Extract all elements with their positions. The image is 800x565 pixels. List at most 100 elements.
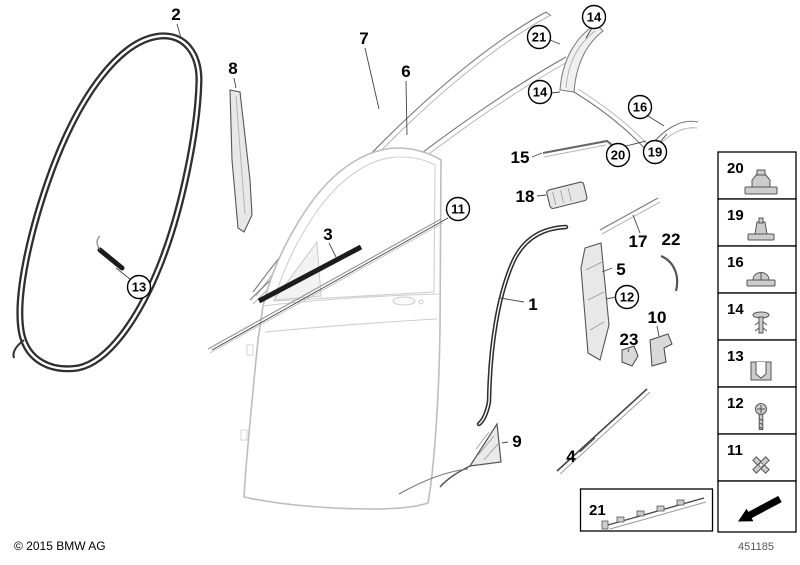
callout-22[interactable]: 22 (662, 230, 681, 249)
svg-text:14: 14 (533, 85, 548, 100)
part-22-gasket-arc (660, 254, 679, 292)
svg-text:14: 14 (587, 10, 602, 25)
leader-line (115, 267, 131, 280)
svg-text:21: 21 (532, 30, 546, 45)
callout-23[interactable]: 23 (620, 330, 639, 349)
leader-lines (115, 23, 668, 453)
svg-text:20: 20 (611, 148, 625, 163)
leader-line (605, 296, 617, 300)
direction-arrow-icon (738, 495, 782, 522)
push-rivet-icon (752, 311, 770, 334)
expansion-clip-icon (746, 272, 776, 287)
callout-circled-21[interactable]: 21 (526, 24, 552, 50)
part-8-pillar-trim (229, 89, 253, 233)
leader-line (656, 325, 660, 337)
sidebar-cell-11[interactable]: 11 (717, 433, 797, 482)
part-21-corner-trim (559, 23, 604, 93)
leader-line (625, 140, 647, 147)
inset-number: 21 (589, 502, 606, 519)
screw-icon (755, 403, 767, 430)
part-9-mirror-triangle (398, 422, 502, 495)
sidebar-cell-20[interactable]: 20 (717, 151, 797, 200)
callout-7[interactable]: 7 (359, 29, 368, 48)
spring-clamp-icon (750, 361, 772, 381)
svg-text:13: 13 (132, 280, 146, 295)
leader-line (601, 267, 613, 273)
svg-text:19: 19 (727, 207, 744, 224)
callout-circled-12[interactable]: 12 (614, 284, 640, 310)
leader-line (627, 348, 630, 353)
leader-line (328, 242, 337, 258)
trim-clip-icon (744, 169, 778, 195)
copyright-text: © 2015 BMW AG (14, 539, 106, 553)
leader-line (536, 194, 547, 197)
part-21-sill-strip (601, 497, 707, 530)
leader-line (550, 91, 561, 94)
callout-5[interactable]: 5 (616, 260, 625, 279)
sidebar-cell-12[interactable]: 12 (717, 386, 797, 435)
leader-line (659, 133, 668, 143)
callout-8[interactable]: 8 (228, 59, 237, 78)
sidebar-fastener-table: 20 19 16 (717, 151, 797, 533)
leader-line (579, 437, 596, 453)
sidebar-cell-16[interactable]: 16 (717, 245, 797, 294)
part-15-short-strip (542, 139, 613, 158)
callout-circled-14b[interactable]: 14 (527, 79, 553, 105)
callout-6[interactable]: 6 (401, 62, 410, 81)
svg-text:14: 14 (727, 301, 744, 318)
leader-line (364, 47, 380, 110)
sidebar-cell-14[interactable]: 14 (717, 292, 797, 341)
leader-line (211, 217, 449, 351)
trim-clip-icon (747, 217, 775, 241)
svg-text:11: 11 (727, 442, 743, 459)
inset-box-21[interactable]: 21 (579, 488, 714, 532)
callout-2[interactable]: 2 (171, 5, 180, 24)
sidebar-cell-arrow[interactable] (717, 480, 797, 533)
leader-line (405, 80, 408, 136)
diagram-number: 451185 (738, 541, 774, 553)
callout-15[interactable]: 15 (511, 148, 530, 167)
leader-line (233, 77, 237, 89)
callout-circled-14a[interactable]: 14 (581, 4, 607, 30)
callout-circled-13[interactable]: 13 (126, 274, 152, 300)
part-18-module (546, 181, 588, 210)
part-10-bracket (649, 333, 673, 367)
callout-4[interactable]: 4 (566, 447, 576, 466)
expanding-rivet-icon (752, 456, 770, 474)
part-5-bpillar-finisher (580, 242, 610, 361)
svg-text:12: 12 (727, 395, 744, 412)
callout-circled-16[interactable]: 16 (627, 94, 653, 120)
sidebar-cell-19[interactable]: 19 (717, 198, 797, 247)
leader-line (549, 39, 561, 45)
part-13-corner-piece (96, 235, 125, 271)
part-23-clip (621, 345, 639, 367)
callout-9[interactable]: 9 (512, 432, 521, 451)
callout-circled-20[interactable]: 20 (605, 142, 631, 168)
leader-line (647, 115, 665, 127)
callout-18[interactable]: 18 (516, 187, 535, 206)
sidebar-cell-13[interactable]: 13 (717, 339, 797, 388)
part-11-window-channel-strip (207, 218, 444, 354)
leader-line (176, 23, 182, 39)
svg-text:20: 20 (727, 160, 744, 177)
part-3-beltline-molding (257, 244, 363, 304)
callout-circled-19[interactable]: 19 (642, 139, 668, 165)
callout-1[interactable]: 1 (528, 295, 537, 314)
callout-circled-11[interactable]: 11 (445, 196, 471, 222)
svg-text:11: 11 (451, 202, 465, 217)
leader-line (632, 214, 641, 234)
leader-line (501, 441, 509, 444)
callout-3[interactable]: 3 (323, 225, 332, 244)
part-4-lower-strip (556, 388, 651, 475)
part-17-molding-strip (599, 197, 661, 235)
leader-line (531, 152, 543, 158)
leader-line (499, 297, 525, 303)
callout-10[interactable]: 10 (648, 308, 667, 327)
leader-line (585, 27, 593, 39)
svg-text:19: 19 (648, 145, 662, 160)
part-1-frame-seal (476, 224, 569, 427)
callout-17[interactable]: 17 (629, 232, 648, 251)
front-door-outline (240, 147, 442, 510)
svg-text:16: 16 (727, 254, 744, 271)
